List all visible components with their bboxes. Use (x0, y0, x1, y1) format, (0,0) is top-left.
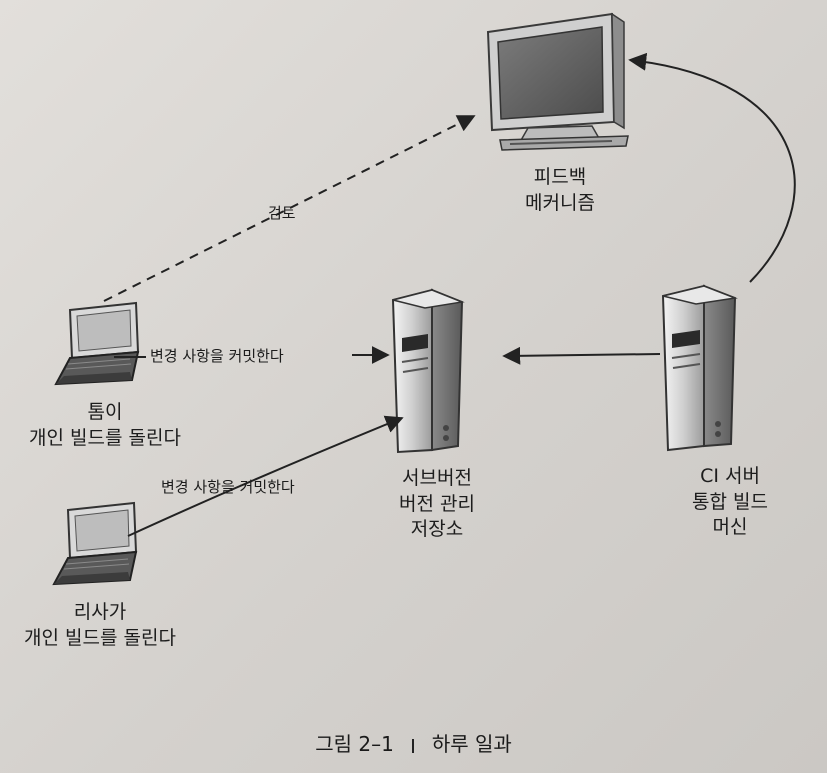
edge-label-lisa-commit: 변경 사항을 커밋한다 (161, 478, 295, 496)
node-label-monitor: 피드백 메커니즘 (500, 165, 620, 216)
server-icon-ci (661, 284, 738, 452)
ci-label-line1: CI 서버 (700, 465, 760, 487)
tom-label-line2: 개인 빌드를 돌린다 (29, 426, 181, 449)
ci-label-line3: 머신 (712, 516, 748, 539)
edge-label-review: 검토 (268, 204, 296, 222)
edge-ci-to-monitor (628, 52, 796, 283)
node-label-lisa: 리사가 개인 빌드를 돌린다 (0, 600, 200, 651)
monitor-label-line1: 피드백 (533, 166, 587, 188)
node-label-tom: 톰이 개인 빌드를 돌린다 (0, 400, 210, 451)
caption-title: 하루 일과 (431, 732, 512, 756)
svn-label-line1: 서브버전 (402, 467, 472, 489)
caption-figure-number: 그림 2–1 (315, 732, 394, 756)
monitor-label-line2: 메커니즘 (525, 191, 595, 214)
edge-ci-to-svn (502, 346, 661, 365)
svn-label-line2: 버전 관리 (399, 492, 475, 515)
node-label-svn: 서브버전 버전 관리 저장소 (382, 466, 492, 543)
node-label-ci: CI 서버 통합 빌드 머신 (665, 464, 795, 541)
figure-caption: 그림 2–1 하루 일과 (0, 728, 827, 757)
laptop-icon-tom (54, 301, 140, 386)
lisa-label-line2: 개인 빌드를 돌린다 (24, 626, 176, 649)
svn-label-line3: 저장소 (410, 518, 464, 541)
laptop-icon-lisa (52, 501, 138, 586)
ci-label-line2: 통합 빌드 (692, 490, 768, 513)
edge-review-dashed (103, 115, 476, 302)
caption-separator (411, 738, 414, 753)
server-icon-svn (391, 288, 465, 454)
tom-label-line1: 톰이 (87, 401, 123, 423)
lisa-label-line1: 리사가 (73, 601, 127, 623)
edge-lisa-commit (127, 415, 404, 537)
edge-label-tom-commit: 변경 사항을 커밋한다 (150, 347, 284, 365)
monitor-icon (486, 12, 629, 151)
